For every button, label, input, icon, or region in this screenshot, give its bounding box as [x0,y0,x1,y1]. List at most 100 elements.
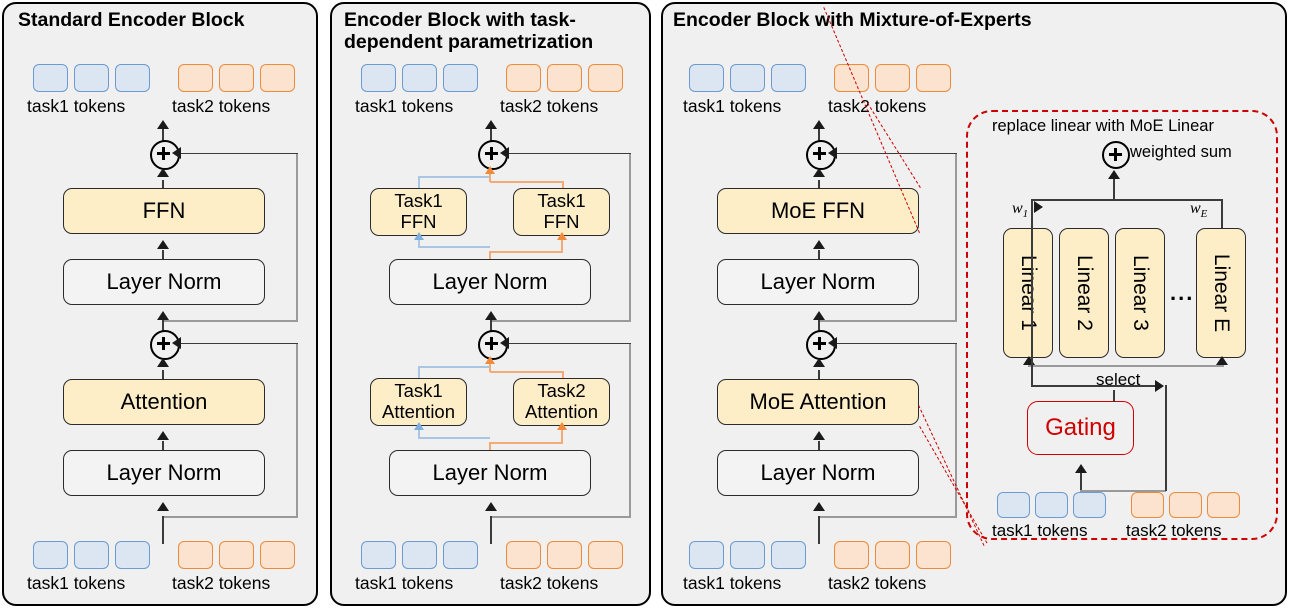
module-attention: Attention [63,379,265,425]
p2-token-task2-bottom-1 [506,541,541,569]
p2-arrow-blue-into-attn-left [414,422,424,430]
p3-module-layer-norm-lower: Layer Norm [717,450,919,496]
arrow-select-right [1155,380,1164,392]
p2-blue-merge-upper-v [418,176,421,190]
p2-module-layer-norm-upper: Layer Norm [389,259,591,305]
p3-residual-wire-upper-vertical [955,153,957,321]
callout-token-task1-1 [997,492,1030,518]
p2-token-task1-top-2 [402,64,437,92]
select-label: select [1096,370,1141,389]
arrow-input-to-linearE [1216,356,1228,365]
p2-arrow-orange-into-ffn-right [557,232,567,240]
p2-token-task2-top-1 [506,64,541,92]
p2-module-task1-ffn-right: Task1 FFN [513,188,610,236]
p3-token-label-task2-bottom: task2 tokens [828,573,927,593]
p2-orange-split-upper-v [561,240,564,252]
residual-wire-upper-bottom [162,320,298,322]
gating-module: Gating [1027,401,1134,455]
callout-token-label-task2: task2 tokens [1126,521,1222,540]
p2-arrow-input-to-norm2 [485,502,497,511]
p2-arrow-orange-into-add2 [485,356,495,364]
callout-token-task2-2 [1169,492,1202,518]
token-label-task1-top: task1 tokens [27,96,126,116]
gating-weight-riser [1113,390,1115,402]
panel-title-moe: Encoder Block with Mixture-of-Experts [673,9,1032,31]
expert-output-bus-right-drop [1221,199,1223,229]
arrow-norm2-to-attn [157,431,169,440]
token-label-task2-top: task2 tokens [172,96,271,116]
p3-wire-add2-to-norm1 [818,320,820,334]
wire-input-to-norm2 [162,516,164,544]
arrow-to-weighted-sum [1108,170,1120,179]
p3-arrow-norm2-to-moeattn [813,431,825,440]
p2-arrow-residual-upper [500,147,509,159]
residual-wire-lower-bottom [162,516,298,518]
wire-ffn-to-add1 [162,180,164,192]
module-layer-norm-upper: Layer Norm [63,259,265,305]
wire-norm2-to-attn [162,441,164,453]
p3-residual-wire-lower-vertical [955,343,957,517]
p2-token-task2-top-3 [588,64,623,92]
p3-wire-add1-to-top [818,126,820,146]
p3-wire-norm2-to-moeattn [818,441,820,453]
residual-wire-upper-vertical [296,153,298,321]
arrow-norm1-to-ffn [157,240,169,249]
p2-blue-split-upper-v [418,238,421,248]
p3-token-task1-bottom-2 [730,541,765,569]
p3-arrow-norm1-to-moeffn [813,240,825,249]
p3-token-task1-top-2 [730,64,765,92]
token-task2-top-3 [260,64,295,92]
p2-residual-wire-lower-vertical [629,343,631,517]
token-task1-top-2 [74,64,109,92]
wire-experts-to-weighted-sum [1113,178,1115,200]
p2-residual-wire-upper-bottom [490,320,631,322]
p2-module-task1-attention: Task1 Attention [370,378,467,426]
p2-arrow-residual-lower [500,337,509,349]
p3-wire-moeattn-to-add2 [818,370,820,382]
p2-token-task1-top-3 [443,64,478,92]
callout-caption: replace linear with MoE Linear [992,117,1214,135]
p3-token-label-task1-bottom: task1 tokens [683,573,782,593]
p2-token-label-task1-bottom: task1 tokens [355,573,454,593]
p2-task1-attn-line1: Task1 [394,380,443,402]
token-task1-top-1 [33,64,68,92]
p3-token-task2-top-1 [834,64,869,92]
p2-blue-merge-upper-h [418,176,490,179]
token-task2-top-2 [219,64,254,92]
p2-wire-input-to-norm2 [490,516,492,544]
p2-blue-merge-lower-v [418,366,421,380]
p2-orange-split-lower-h [490,442,563,445]
arrow-add1-up [157,120,169,129]
p2-orange-split-lower-stem [489,442,492,452]
p3-wire-input-to-norm2 [818,516,820,544]
arrow-residual-upper [172,147,181,159]
arrow-select-into-gate-w1 [1034,201,1043,213]
expert-linear-3: Linear 3 [1115,228,1165,358]
p3-arrow-add2-to-norm1 [813,311,825,320]
weight-label-wE: wE [1190,200,1208,221]
p2-arrow-orange-into-attn-right [557,422,567,430]
p3-token-task1-bottom-1 [689,541,724,569]
callout-token-task1-2 [1035,492,1068,518]
p2-token-task1-top-1 [361,64,396,92]
p2-residual-wire-upper-top [506,152,631,155]
arrow-residual-lower [172,337,181,349]
token-label-task1-bottom: task1 tokens [27,573,126,593]
p3-residual-wire-lower-bottom [818,516,957,518]
wire-attn-to-add2 [162,370,164,382]
p3-token-task2-top-2 [875,64,910,92]
p2-wire-add2-to-norm1 [490,320,492,334]
wire-add2-to-norm1 [162,320,164,334]
p3-token-task1-bottom-3 [771,541,806,569]
expert-linear-1: Linear 1 [1003,228,1053,358]
p2-orange-split-lower-v [561,430,564,443]
p3-module-layer-norm-upper: Layer Norm [717,259,919,305]
select-bus-horizontal [1031,385,1161,387]
p3-token-task1-top-1 [689,64,724,92]
p2-task1-ffn-right-line1: Task1 [537,190,586,212]
expert-linear-E: Linear E [1196,228,1246,358]
p2-token-task2-top-2 [547,64,582,92]
p2-arrow-blue-into-ffn-left [414,232,424,240]
p2-task1-ffn-left-line2: FFN [400,211,437,232]
